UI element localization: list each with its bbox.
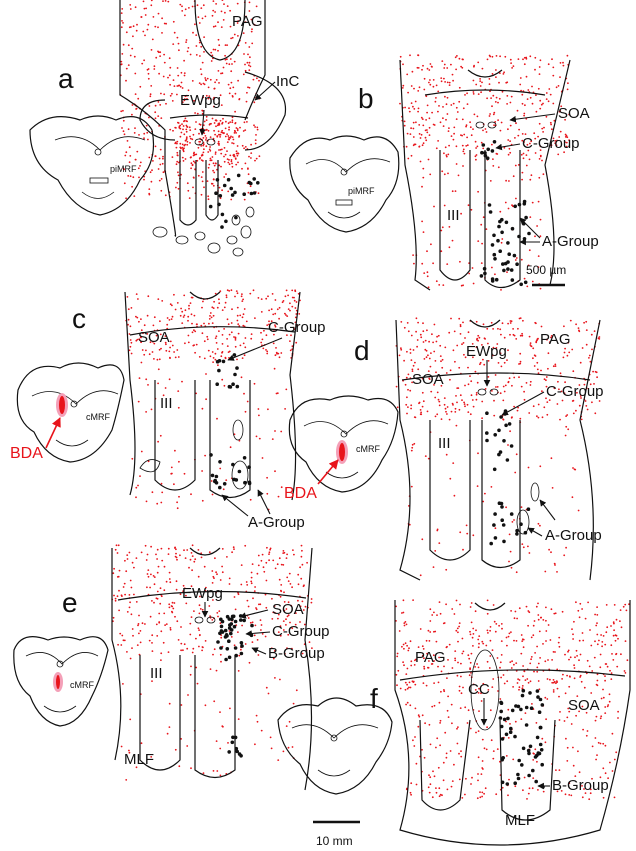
a-group-neurons-c [209, 453, 251, 489]
panel-c: c SOA C-Group III A-Group cMRF BDA [10, 289, 326, 531]
panel-letter-e: e [62, 587, 78, 618]
panel-e: e EWpg SOA C-Group B-Group III MLF cMRF [14, 544, 330, 790]
label-a-group-c: A-Group [248, 514, 305, 531]
c-group-neurons-d [485, 409, 513, 471]
motoneurons-a [209, 174, 260, 229]
injection-site-c [56, 393, 68, 417]
thumb-label-c: cMRF [86, 412, 110, 422]
brainstem-thumb-e: cMRF [14, 637, 108, 726]
panel-letter-b: b [358, 83, 374, 114]
brainstem-thumb-a: piMRF [30, 116, 154, 215]
label-ewpg-d: EWpg [466, 343, 507, 360]
thumb-label-a: piMRF [110, 164, 137, 174]
label-mlf-e: MLF [124, 751, 154, 768]
label-b-group-f: B-Group [552, 777, 609, 794]
scale-bar-f: 10 mm [316, 834, 353, 848]
label-a-group-d: A-Group [545, 527, 602, 544]
panel-b: b SOA C-Group III A-Group 500 µm piMRF [290, 54, 599, 290]
terminal-field-f [395, 599, 630, 691]
label-iii-c: III [160, 395, 173, 412]
panel-f: f PAG CC SOA B-Group MLF 10 mm [278, 599, 630, 848]
b-group-neurons-f [499, 689, 545, 789]
label-c-group-e: C-Group [272, 623, 330, 640]
thumb-label-b: piMRF [348, 186, 375, 196]
label-iii-b: III [447, 207, 460, 224]
label-soa-b: SOA [558, 105, 590, 122]
pag-aqueduct [195, 0, 245, 60]
thumb-label-e: cMRF [70, 680, 94, 690]
label-soa-e: SOA [272, 601, 304, 618]
scale-bar-b: 500 µm [526, 263, 566, 277]
label-soa-f: SOA [568, 697, 600, 714]
thumb-label-d: cMRF [356, 444, 380, 454]
label-c-group-c: C-Group [268, 319, 326, 336]
label-soa-c: SOA [138, 329, 170, 346]
label-mlf-f: MLF [505, 812, 535, 829]
label-iii-e: III [150, 665, 163, 682]
injection-label-c: BDA [10, 445, 43, 462]
label-pag-f: PAG [415, 649, 446, 666]
label-pag-a: PAG [232, 13, 263, 30]
label-a-group-b: A-Group [542, 233, 599, 250]
panel-a: a PAG InC EWpg piMRF [30, 0, 300, 256]
label-ewpg-e: EWpg [182, 585, 223, 602]
label-c-group-d: C-Group [546, 383, 604, 400]
label-pag-d: PAG [540, 331, 571, 348]
injection-label-d: BDA [284, 485, 317, 502]
label-b-group-e: B-Group [268, 645, 325, 662]
panel-letter-d: d [354, 335, 370, 366]
injection-site-e [53, 672, 63, 692]
panel-letter-f: f [370, 683, 378, 714]
label-cc-f: CC [468, 681, 490, 698]
panel-letter-c: c [72, 303, 86, 334]
label-iii-d: III [438, 435, 451, 452]
panel-d: d PAG EWpg SOA C-Group III A-Group cMRF … [284, 317, 604, 580]
a-group-neurons-d [489, 501, 530, 545]
a-group-neurons-b [480, 200, 531, 286]
panel-letter-a: a [58, 63, 74, 94]
brainstem-thumb-b: piMRF [290, 136, 399, 232]
label-c-group-b: C-Group [522, 135, 580, 152]
mlf-bundles-a [153, 207, 254, 256]
brainstem-thumb-d: cMRF [289, 396, 398, 492]
c-group-neurons-c [215, 353, 239, 389]
label-inc-a: InC [276, 73, 300, 90]
label-ewpg-a: EWpg [180, 92, 221, 109]
label-soa-d: SOA [412, 371, 444, 388]
